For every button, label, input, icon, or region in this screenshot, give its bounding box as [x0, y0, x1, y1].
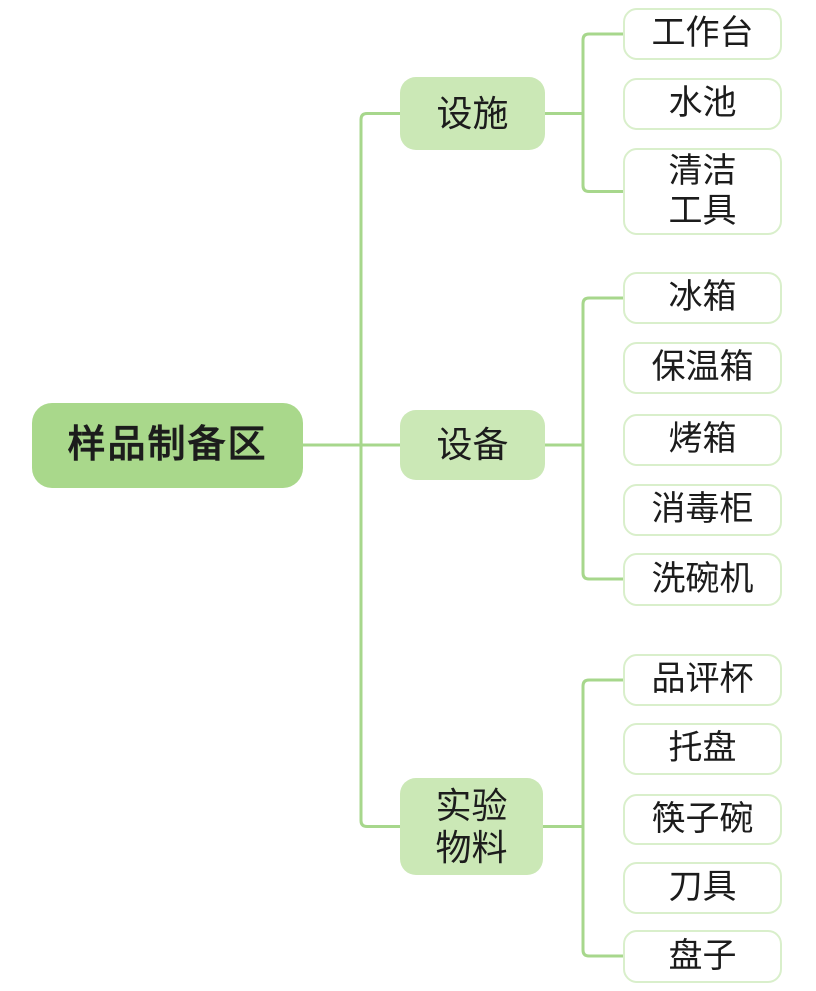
leaf-plates[interactable]: 盘子	[623, 930, 782, 983]
leaf-tray[interactable]: 托盘	[623, 723, 782, 775]
leaf-dishwasher[interactable]: 洗碗机	[623, 553, 782, 606]
leaf-oven[interactable]: 烤箱	[623, 414, 782, 466]
node-equipment[interactable]: 设备	[400, 410, 545, 480]
leaf-disinfection-cabinet[interactable]: 消毒柜	[623, 484, 782, 536]
leaf-sink[interactable]: 水池	[623, 78, 782, 130]
connector-trunk	[359, 112, 404, 828]
node-facilities[interactable]: 设施	[400, 77, 545, 150]
leaf-workbench[interactable]: 工作台	[623, 8, 782, 60]
leaf-refrigerator[interactable]: 冰箱	[623, 272, 782, 324]
leaf-knives[interactable]: 刀具	[623, 862, 782, 914]
connector-branch2-bracket	[581, 296, 625, 581]
node-experiment-materials[interactable]: 实验 物料	[400, 778, 543, 875]
connector-branch3-bracket	[581, 678, 625, 958]
leaf-tasting-cup[interactable]: 品评杯	[623, 654, 782, 706]
leaf-cleaning-tools[interactable]: 清洁 工具	[623, 148, 782, 235]
leaf-chopsticks-bowl[interactable]: 筷子碗	[623, 794, 782, 845]
node-sample-prep-area[interactable]: 样品制备区	[32, 403, 303, 488]
connector-branch1-bracket	[581, 32, 625, 193]
leaf-insulated-box[interactable]: 保温箱	[623, 342, 782, 394]
